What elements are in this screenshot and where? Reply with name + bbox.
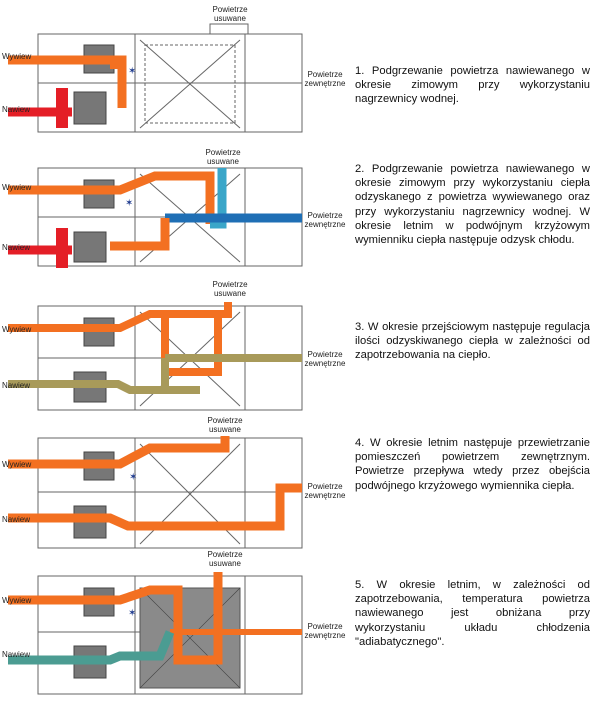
air-handling-unit-diagram-5: ✶ Wywiew Nawiew Powietrze usuwane Powiet… (0, 550, 350, 705)
label-outdoor-air: Powietrze zewnętrzne (304, 211, 346, 229)
panel-1-description: 1. Podgrzewanie powietrza nawiewanego w … (355, 65, 590, 106)
panel-5-description: 5. W okresie letnim, w zależności od zap… (355, 579, 590, 648)
label-exhaust: Wywiew (2, 325, 32, 334)
label-outdoor-air: Powietrze zewnętrzne (304, 622, 346, 640)
label-removed-air: Powietrze usuwane (205, 148, 241, 166)
air-handling-unit-diagram-4: ✶ Wywiew Nawiew Powietrze usuwane Powiet… (0, 416, 350, 558)
label-exhaust: Wywiew (2, 52, 32, 61)
air-handling-unit-diagram-3: Wywiew Nawiew Powietrze usuwane Powietrz… (0, 280, 350, 432)
svg-text:✶: ✶ (125, 198, 133, 209)
ahu-schematic-2: ✶ (8, 167, 303, 268)
svg-text:✶: ✶ (128, 608, 136, 619)
panel-2-description: 2. Podgrzewanie powietrza nawiewanego w … (355, 163, 590, 247)
ahu-schematic-3 (8, 302, 303, 411)
panel-1: ✶ Wywiew Nawiew Powietrze usuwane Powiet… (0, 0, 600, 142)
panel-3-description: 3. W okresie przejściowym następuje regu… (355, 321, 590, 362)
air-handling-unit-diagram-1: ✶ Wywiew Nawiew Powietrze usuwane Powiet… (0, 0, 350, 140)
air-handling-unit-diagram-2: ✶ Wywiew Nawiew Powietrze usuwane Powiet… (0, 146, 350, 286)
label-outdoor-air: Powietrze zewnętrzne (304, 70, 346, 88)
label-exhaust: Wywiew (2, 596, 32, 605)
label-supply: Nawiew (2, 650, 31, 659)
ahu-schematic-1: ✶ (8, 23, 303, 133)
label-supply: Nawiew (2, 105, 31, 114)
label-removed-air: Powietrze usuwane (207, 550, 243, 568)
panel-3: Wywiew Nawiew Powietrze usuwane Powietrz… (0, 280, 600, 426)
label-exhaust: Wywiew (2, 460, 32, 469)
ahu-schematic-5: ✶ (8, 572, 303, 695)
label-outdoor-air: Powietrze zewnętrzne (304, 350, 346, 368)
panel-4-description: 4. W okresie letnim następuje przewietrz… (355, 437, 590, 492)
svg-text:✶: ✶ (128, 66, 136, 77)
ahu-schematic-4: ✶ (8, 436, 303, 549)
label-supply: Nawiew (2, 381, 31, 390)
label-removed-air: Powietrze usuwane (212, 280, 248, 298)
label-outdoor-air: Powietrze zewnętrzne (304, 482, 346, 500)
panel-5: ✶ Wywiew Nawiew Powietrze usuwane Powiet… (0, 550, 600, 705)
svg-text:✶: ✶ (129, 472, 137, 483)
label-removed-air: Powietrze usuwane (212, 5, 248, 23)
label-exhaust: Wywiew (2, 183, 32, 192)
panel-4: ✶ Wywiew Nawiew Powietrze usuwane Powiet… (0, 416, 600, 554)
label-supply: Nawiew (2, 243, 31, 252)
panel-2: ✶ Wywiew Nawiew Powietrze usuwane Powiet… (0, 146, 600, 288)
label-removed-air: Powietrze usuwane (207, 416, 243, 434)
label-supply: Nawiew (2, 515, 31, 524)
